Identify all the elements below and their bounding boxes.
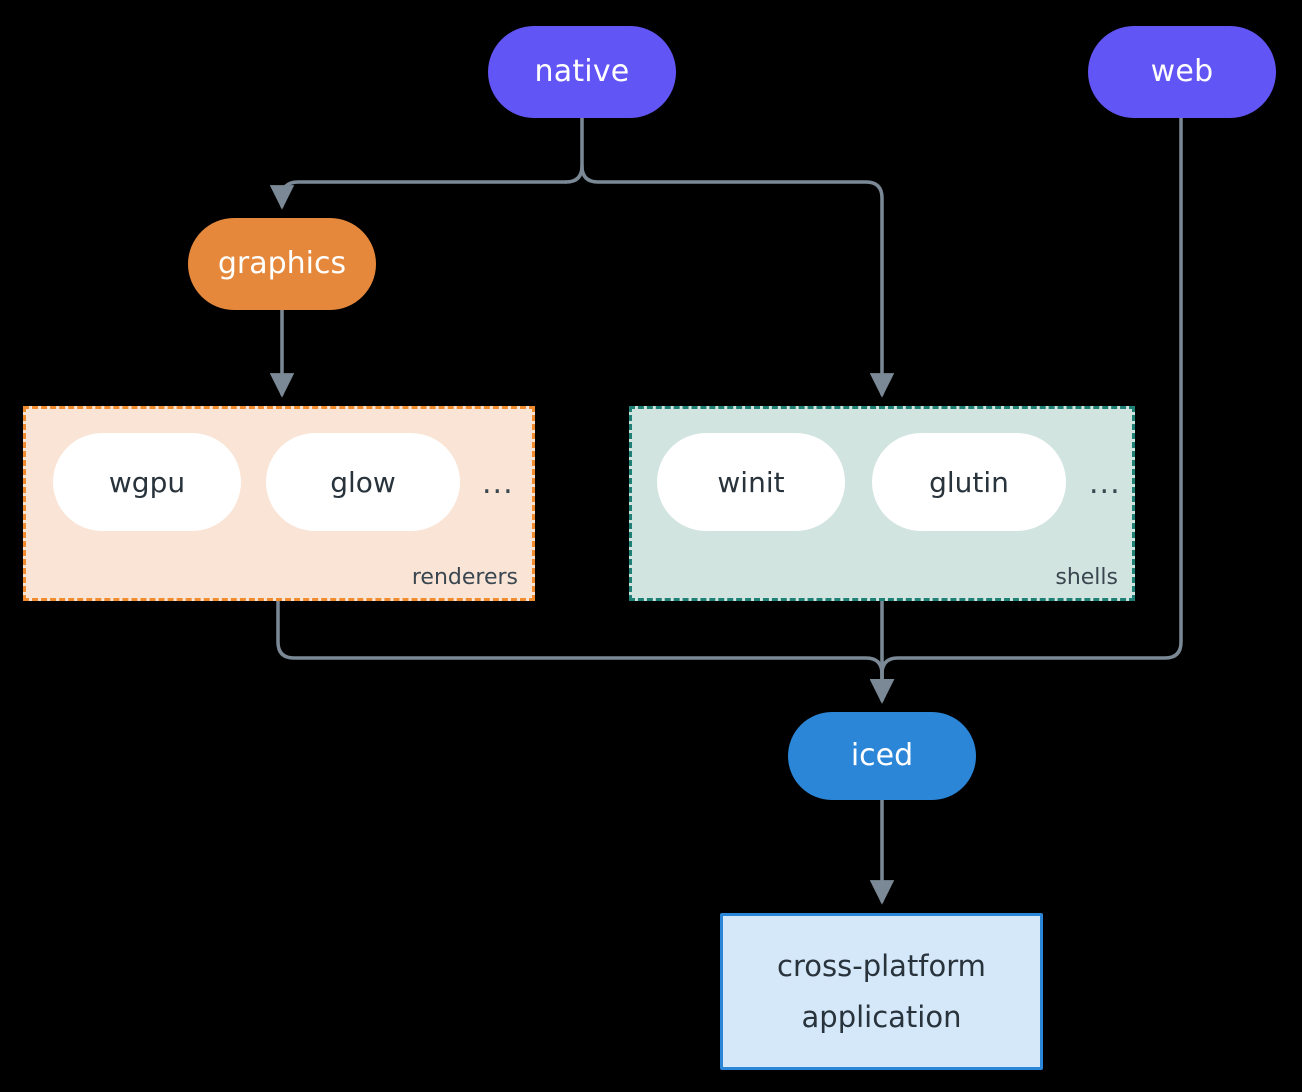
renderers-more-ellipsis: ... — [482, 466, 514, 501]
node-cross-platform-application[interactable]: cross-platform application — [720, 913, 1043, 1070]
edge-native-to-shells — [580, 164, 895, 398]
edge-renderers-to-iced — [276, 599, 895, 704]
node-web-label: web — [1150, 54, 1214, 90]
node-native[interactable]: native — [488, 26, 676, 118]
node-iced-label: iced — [850, 738, 914, 774]
node-wgpu-label: wgpu — [108, 465, 186, 499]
node-application-label-line2: application — [801, 999, 962, 1034]
node-glutin-label: glutin — [929, 465, 1009, 499]
node-glutin[interactable]: glutin — [872, 433, 1066, 531]
node-glow[interactable]: glow — [266, 433, 460, 531]
node-graphics-label: graphics — [217, 246, 347, 282]
group-renderers-label: renderers — [411, 565, 518, 590]
group-shells-label: shells — [1055, 565, 1118, 590]
edge-native-to-graphics — [269, 180, 568, 210]
node-glow-label: glow — [330, 465, 396, 499]
node-winit[interactable]: winit — [657, 433, 845, 531]
node-winit-label: winit — [717, 465, 785, 499]
node-web[interactable]: web — [1088, 26, 1276, 118]
group-renderers[interactable]: wgpu glow ... renderers — [23, 406, 535, 601]
shells-more-ellipsis: ... — [1089, 466, 1121, 501]
node-graphics[interactable]: graphics — [188, 218, 376, 310]
group-shells[interactable]: winit glutin ... shells — [629, 406, 1135, 601]
node-application-label-line1: cross-platform — [777, 949, 986, 984]
node-iced[interactable]: iced — [788, 712, 976, 800]
edge-native-trunk — [564, 116, 584, 184]
node-native-label: native — [534, 54, 630, 90]
node-wgpu[interactable]: wgpu — [53, 433, 241, 531]
